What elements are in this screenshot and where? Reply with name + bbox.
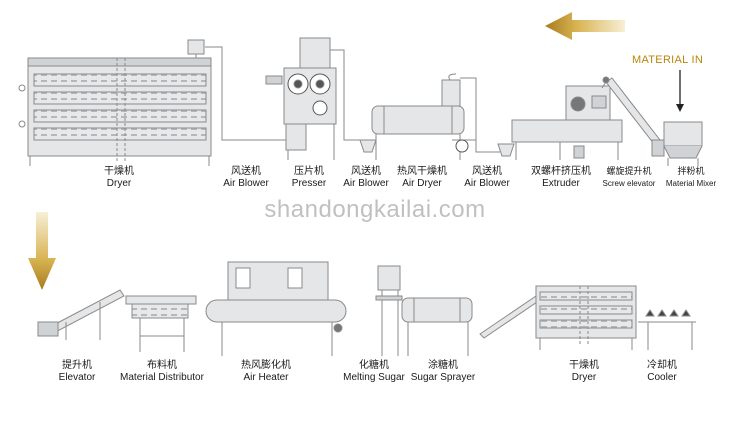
label-en: Melting Sugar xyxy=(343,372,405,383)
flow-arrow-left xyxy=(545,12,625,40)
label-sugar-sprayer: 涂糖机 Sugar Sprayer xyxy=(411,360,475,384)
label-dryer-top: 干燥机 Dryer xyxy=(104,166,134,190)
air-pipe-4 xyxy=(475,140,500,153)
label-en: Air Blower xyxy=(343,178,389,189)
label-air-dryer: 热风干燥机 Air Dryer xyxy=(397,166,447,190)
label-extruder: 双螺杆挤压机 Extruder xyxy=(531,166,591,190)
label-cn: 干燥机 xyxy=(569,360,599,371)
label-air-blower-2: 风送机 Air Blower xyxy=(343,166,389,190)
label-cn: 热风干燥机 xyxy=(397,166,447,177)
label-en: Dryer xyxy=(571,372,597,383)
dryer-bottom-machine xyxy=(535,285,637,350)
label-air-blower-3: 风送机 Air Blower xyxy=(464,166,510,190)
material-mixer-machine xyxy=(651,121,703,166)
label-en: Air Heater xyxy=(243,372,289,383)
label-elevator: 提升机 Elevator xyxy=(59,360,96,384)
label-cn: 干燥机 xyxy=(104,166,134,177)
label-en: Air Dryer xyxy=(402,178,442,189)
label-cn: 提升机 xyxy=(62,360,92,371)
label-material-mixer: 拌粉机 Material Mixer xyxy=(666,166,716,190)
melting-sugar-machine xyxy=(375,265,403,356)
air-pipe-1 xyxy=(205,46,291,141)
watermark-text: shandongkailai.com xyxy=(264,196,486,223)
air-blower-3-wheel xyxy=(455,139,469,153)
label-cn: 风送机 xyxy=(471,166,502,177)
label-en: Cooler xyxy=(647,372,677,383)
dryer-top-machine xyxy=(18,39,212,166)
label-en: Screw elevator xyxy=(602,179,656,188)
cooler-machine xyxy=(638,309,696,350)
label-screw-elevator: 螺旋提升机 Screw elevator xyxy=(603,166,656,190)
label-presser: 压片机 Presser xyxy=(292,166,326,190)
material-in-arrow xyxy=(676,70,684,112)
label-cn: 布料机 xyxy=(146,360,177,371)
label-en: Presser xyxy=(291,178,327,189)
label-cn: 热风膨化机 xyxy=(241,360,291,371)
label-en: Extruder xyxy=(542,178,580,189)
label-en: Dryer xyxy=(106,178,132,189)
label-en: Air Blower xyxy=(223,178,269,189)
label-air-blower-1: 风送机 Air Blower xyxy=(223,166,269,190)
extruder-machine xyxy=(511,85,623,160)
air-blower-2-cup xyxy=(359,139,377,153)
material-in-label: MATERIAL IN xyxy=(632,54,704,66)
label-cn: 拌粉机 xyxy=(677,167,705,177)
label-melting-sugar: 化糖机 Melting Sugar xyxy=(343,360,405,384)
label-en: Elevator xyxy=(58,372,96,383)
label-cn: 风送机 xyxy=(350,166,381,177)
label-air-heater: 热风膨化机 Air Heater xyxy=(241,360,291,384)
elevator-machine xyxy=(37,289,125,340)
label-cn: 压片机 xyxy=(293,166,324,177)
air-pipe-2 xyxy=(330,49,368,141)
flow-arrow-down xyxy=(28,212,56,290)
label-en: Sugar Sprayer xyxy=(410,372,476,383)
presser-machine xyxy=(265,37,337,160)
air-dryer-machine xyxy=(371,73,465,160)
label-en: Material Mixer xyxy=(665,179,717,188)
sugar-sprayer-machine xyxy=(401,297,473,356)
label-cn: 冷却机 xyxy=(647,360,677,371)
label-material-distributor: 布料机 Material Distributor xyxy=(120,360,204,384)
label-cn: 螺旋提升机 xyxy=(606,167,652,177)
label-cn: 双螺杆挤压机 xyxy=(531,166,591,177)
label-cn: 涂糖机 xyxy=(427,360,458,371)
label-cooler: 冷却机 Cooler xyxy=(647,360,677,384)
label-en: Air Blower xyxy=(464,178,510,189)
label-cn: 风送机 xyxy=(230,166,261,177)
conveyor-belt xyxy=(479,295,541,339)
label-cn: 化糖机 xyxy=(358,360,389,371)
material-distributor-machine xyxy=(125,295,197,352)
label-en: Material Distributor xyxy=(120,372,204,383)
air-blower-4-cup xyxy=(497,143,515,157)
air-heater-machine xyxy=(205,261,347,356)
label-dryer-bottom: 干燥机 Dryer xyxy=(569,360,599,384)
